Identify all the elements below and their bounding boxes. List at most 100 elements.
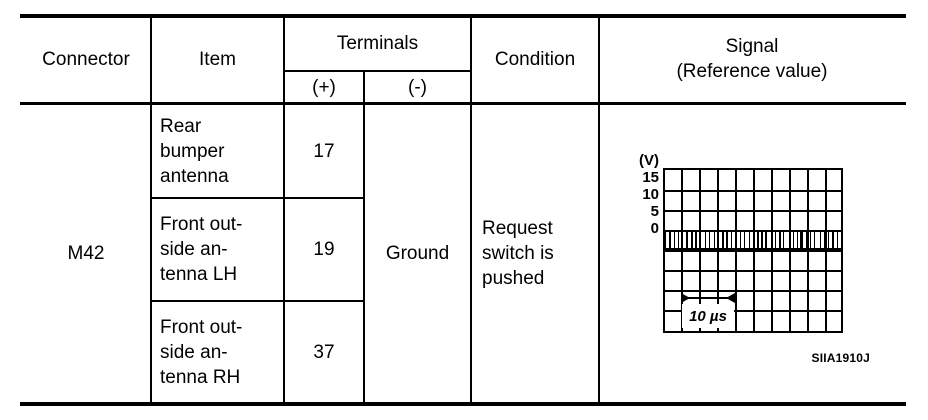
time-measure-arrows xyxy=(679,292,737,303)
waveform-pulse xyxy=(806,230,808,250)
column-divider-plus-minus xyxy=(363,72,365,404)
item-line: bumper xyxy=(160,140,225,162)
measure-line xyxy=(687,297,729,299)
table-row: Front out- side an- tenna RH xyxy=(160,302,283,402)
waveform-pulse xyxy=(722,230,724,250)
table-row: Rear bumper antenna xyxy=(160,105,283,197)
waveform-pulse xyxy=(734,230,738,250)
arrow-head-right xyxy=(681,293,690,303)
oscilloscope-grid: 10 µs xyxy=(663,168,843,333)
oscilloscope-figure: (V) 15 10 5 0 xyxy=(608,140,870,365)
waveform-pulse xyxy=(819,230,821,250)
item-line: side an- xyxy=(160,239,228,260)
waveform-pulse xyxy=(753,230,755,250)
gridline-h xyxy=(665,190,841,192)
waveform-pulse xyxy=(823,230,825,250)
waveform-pulse xyxy=(668,230,671,250)
waveform-pulse xyxy=(836,230,838,250)
waveform-pulse xyxy=(731,230,733,250)
cell-terminal-plus-1: 17 xyxy=(313,140,335,162)
waveform-pulse xyxy=(827,230,830,250)
gridline-h xyxy=(665,290,841,292)
waveform-pulse xyxy=(793,230,795,250)
terminals-subheader-divider xyxy=(283,70,470,72)
table-row: Front out- side an- tenna LH xyxy=(160,199,283,300)
header-item: Item xyxy=(199,48,236,70)
item-line: tenna RH xyxy=(160,366,241,388)
item-line: antenna xyxy=(160,165,229,187)
voltage-axis-labels: (V) 15 10 5 0 xyxy=(608,152,659,237)
table-header-border xyxy=(20,102,906,105)
waveform-pulse xyxy=(717,230,719,250)
waveform-pulse xyxy=(779,230,781,250)
row-divider-2 xyxy=(150,300,363,302)
gridline-h xyxy=(665,310,841,312)
waveform-pulse xyxy=(800,230,803,250)
header-condition: Condition xyxy=(494,48,576,70)
header-signal-line1: Signal xyxy=(725,36,779,57)
waveform-pulse xyxy=(810,230,812,250)
header-terminal-minus: (-) xyxy=(408,76,427,98)
header-terminals: Terminals xyxy=(336,32,419,54)
header-signal: Signal (Reference value) xyxy=(600,16,904,102)
waveform-pulse xyxy=(748,230,750,250)
table-top-border xyxy=(20,14,906,18)
waveform-pulse xyxy=(678,230,680,250)
waveform-pulse xyxy=(739,230,742,250)
waveform-pulse xyxy=(771,230,773,250)
waveform-pulse xyxy=(682,230,684,250)
axis-tick-10: 10 xyxy=(642,186,659,203)
item-line: Rear xyxy=(160,115,202,137)
column-divider-item-terminals xyxy=(283,16,285,404)
waveform-baseline xyxy=(665,230,841,232)
header-terminal-plus: (+) xyxy=(312,76,336,98)
waveform-pulse xyxy=(761,230,763,250)
waveform-pulse xyxy=(705,230,707,250)
waveform-pulse xyxy=(796,230,798,250)
column-divider-terminals-condition xyxy=(470,16,472,404)
waveform-pulse xyxy=(814,230,816,250)
cell-terminal-plus-3: 37 xyxy=(313,341,335,363)
waveform-pulse xyxy=(686,230,689,250)
axis-tick-5: 5 xyxy=(650,203,659,220)
gridline-h xyxy=(665,270,841,272)
waveform-pulse xyxy=(691,230,693,250)
terminal-signal-table: Connector Item Terminals (+) (-) Conditi… xyxy=(20,14,906,406)
waveform-pulse xyxy=(708,230,710,250)
gridline-h xyxy=(665,210,841,212)
gridline-h xyxy=(665,250,841,252)
axis-unit-label: (V) xyxy=(639,152,659,169)
waveform-pulse xyxy=(726,230,728,250)
signal-waveform xyxy=(665,230,841,250)
table-bottom-border xyxy=(20,402,906,406)
waveform-pulse xyxy=(831,230,834,250)
waveform-pulse xyxy=(782,230,785,250)
waveform-pulse xyxy=(743,230,746,250)
cell-condition-value: Request switch is pushed xyxy=(482,105,598,402)
cell-terminal-minus-value: Ground xyxy=(385,243,450,264)
axis-tick-0: 0 xyxy=(650,220,659,237)
condition-line: switch is xyxy=(482,243,554,264)
column-divider-connector-item xyxy=(150,16,152,404)
waveform-pulse xyxy=(757,230,759,250)
waveform-pulse xyxy=(694,230,697,250)
arrow-head-left xyxy=(726,293,735,303)
time-division-label: 10 µs xyxy=(682,304,734,328)
waveform-pulse xyxy=(713,230,715,250)
cell-terminal-plus-2: 19 xyxy=(313,239,335,260)
item-line: tenna LH xyxy=(160,264,238,285)
waveform-pulse xyxy=(673,230,676,250)
waveform-baseline xyxy=(665,248,841,250)
item-line: Front out- xyxy=(160,316,243,338)
cell-connector-value: M42 xyxy=(67,243,105,264)
condition-line: pushed xyxy=(482,268,545,289)
waveform-pulse xyxy=(788,230,790,250)
item-line: Front out- xyxy=(160,214,243,235)
waveform-pulse xyxy=(665,230,667,250)
column-divider-condition-signal xyxy=(598,16,600,404)
header-connector: Connector xyxy=(42,48,130,70)
waveform-pulse xyxy=(699,230,701,250)
row-divider-1 xyxy=(150,197,363,199)
header-signal-line2: (Reference value) xyxy=(676,61,828,82)
